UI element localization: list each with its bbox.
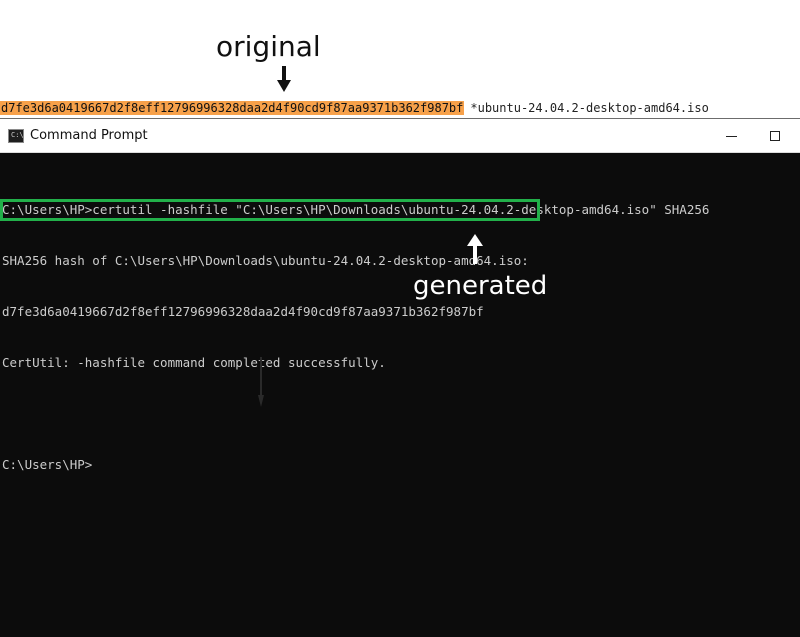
window-titlebar[interactable]: C:\ Command Prompt (0, 119, 800, 153)
generated-hash-highlight-box (0, 199, 540, 221)
command-prompt-window[interactable]: C:\ Command Prompt C:\Users\HP>certutil … (0, 118, 800, 637)
console-line-blank (2, 405, 800, 422)
console-prompt[interactable]: C:\Users\HP> (2, 457, 93, 472)
console-line-command: C:\Users\HP>certutil -hashfile "C:\Users… (2, 202, 710, 217)
original-label: original (216, 30, 321, 63)
reference-hash-line: d7fe3d6a0419667d2f8eff12796996328daa2d4f… (0, 100, 800, 117)
console-line-hash-header: SHA256 hash of C:\Users\HP\Downloads\ubu… (2, 253, 529, 268)
maximize-button[interactable] (752, 119, 798, 153)
maximize-icon (770, 131, 780, 141)
up-arrow-icon (467, 234, 483, 264)
cmd-icon: C:\ (8, 129, 24, 143)
minimize-button[interactable] (708, 119, 754, 153)
generated-label: generated (413, 271, 548, 301)
down-arrow-icon (277, 66, 291, 92)
window-title: Command Prompt (30, 128, 148, 143)
reference-hash[interactable]: d7fe3d6a0419667d2f8eff12796996328daa2d4f… (0, 101, 465, 115)
mouse-cursor-icon (258, 357, 264, 407)
reference-filename[interactable]: *ubuntu-24.04.2-desktop-amd64.iso (470, 101, 709, 115)
console-line-status: CertUtil: -hashfile command completed su… (2, 355, 386, 370)
console-output[interactable]: C:\Users\HP>certutil -hashfile "C:\Users… (2, 167, 800, 507)
console-line-hash: d7fe3d6a0419667d2f8eff12796996328daa2d4f… (2, 304, 484, 319)
minimize-icon (725, 135, 737, 137)
